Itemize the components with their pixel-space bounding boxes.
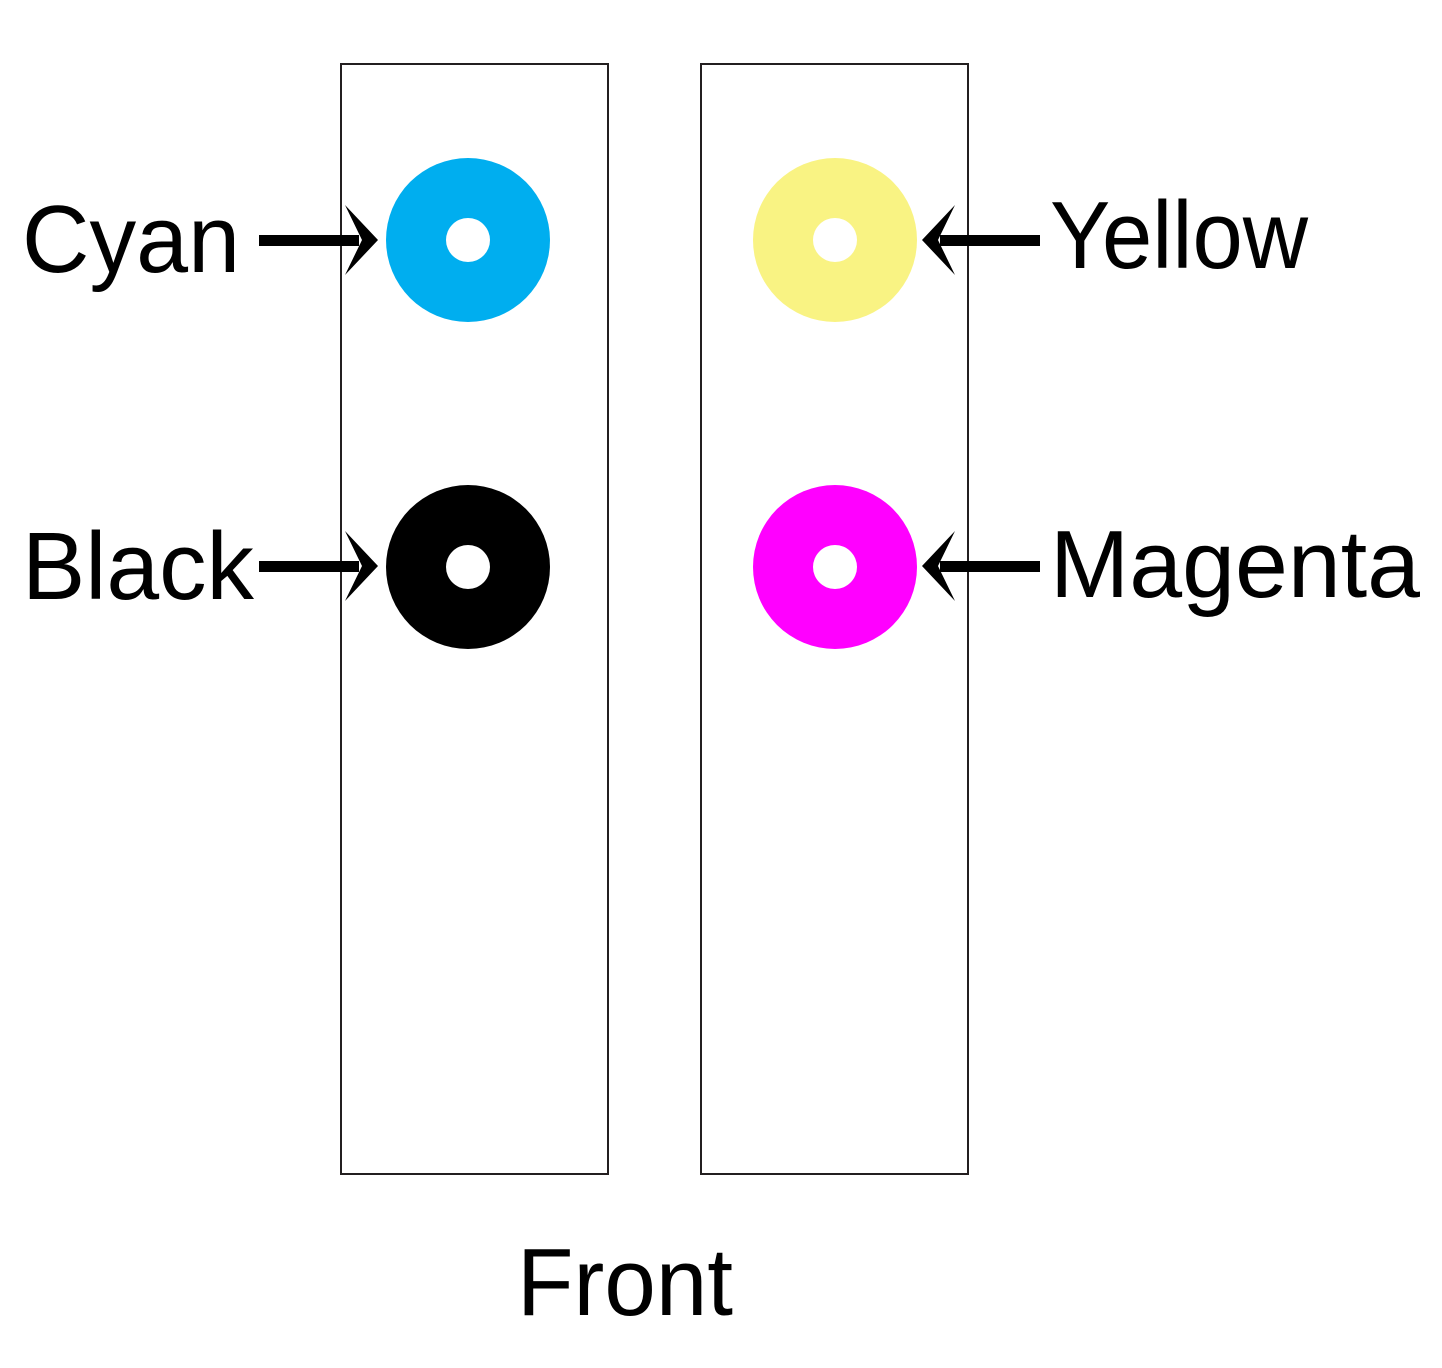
cyan-ink-hole <box>446 218 490 262</box>
black-ink-hole <box>446 545 490 589</box>
cyan-arrow <box>259 205 378 275</box>
cyan-ink-port <box>386 158 550 322</box>
yellow-ink-hole <box>813 218 857 262</box>
black-ink-port <box>386 485 550 649</box>
black-label: Black <box>22 513 255 620</box>
yellow-label: Yellow <box>1050 182 1309 289</box>
black-arrow <box>259 531 378 601</box>
magenta-arrow <box>922 531 1040 601</box>
magenta-label: Magenta <box>1050 511 1421 618</box>
magenta-ink-port <box>753 485 917 649</box>
left-cartridge-slot <box>340 63 609 1175</box>
yellow-arrow <box>922 205 1040 275</box>
right-cartridge-slot <box>700 63 969 1175</box>
front-label: Front <box>517 1229 733 1336</box>
magenta-ink-hole <box>813 545 857 589</box>
yellow-ink-port <box>753 158 917 322</box>
cyan-label: Cyan <box>22 186 240 293</box>
